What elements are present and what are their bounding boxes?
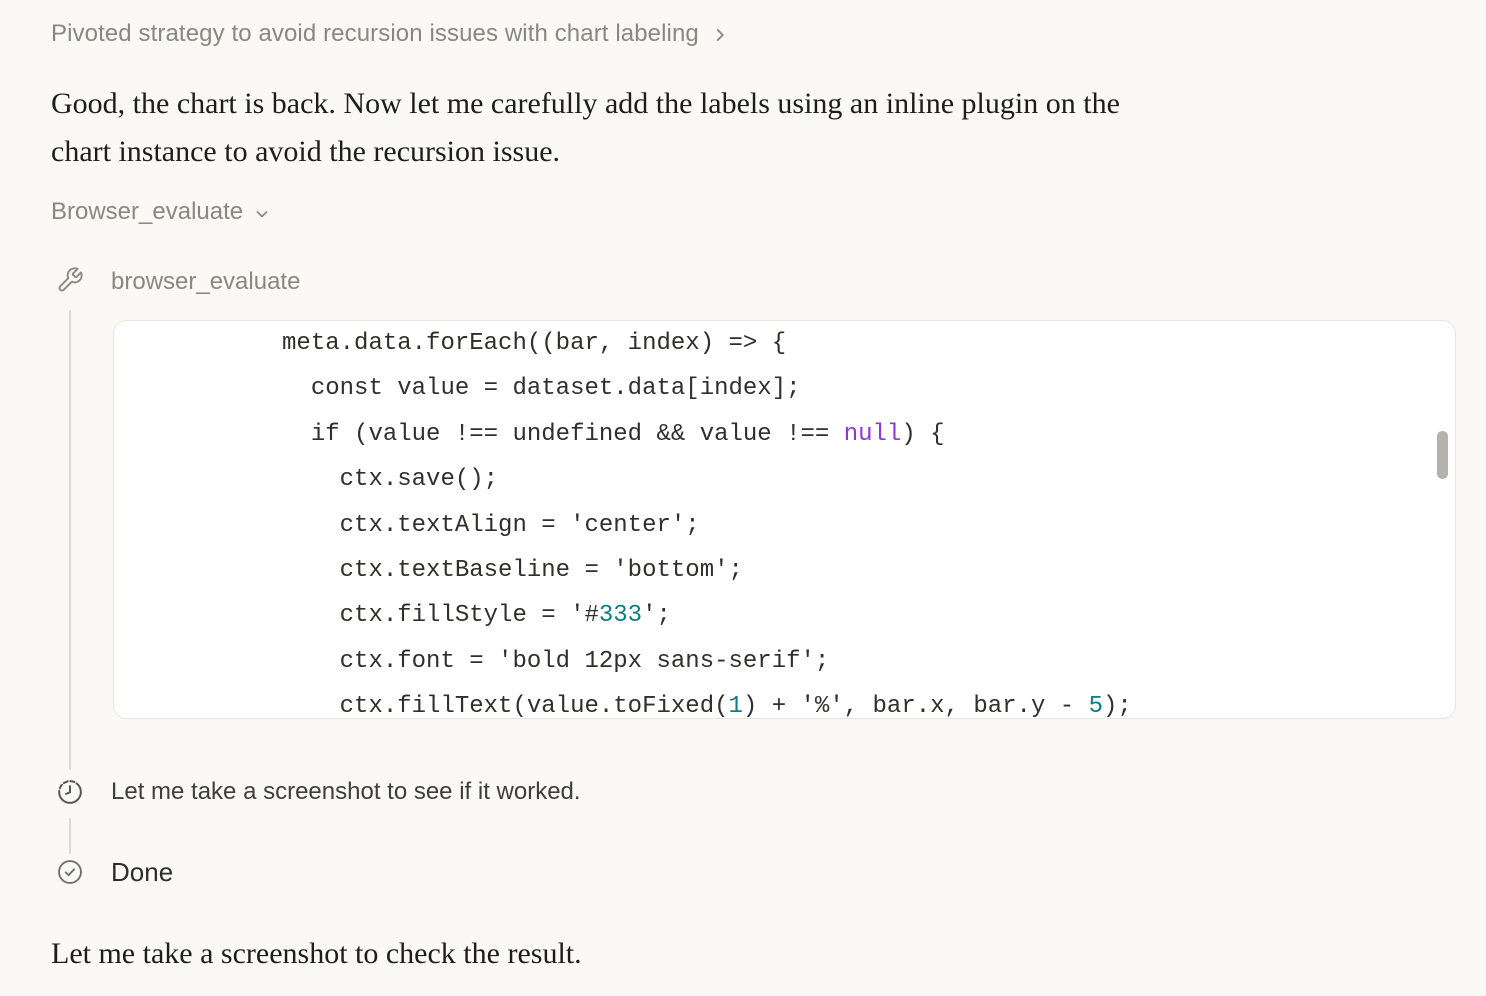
check-circle-icon (56, 856, 84, 888)
chevron-down-icon (256, 211, 268, 218)
paragraph-line: Let me take a screenshot to check the re… (51, 937, 582, 970)
paragraph-line: Good, the chart is back. Now let me care… (51, 87, 1120, 120)
code-line: ctx.textBaseline = 'bottom'; (138, 557, 743, 585)
tool-dropdown[interactable]: Browser_evaluate (51, 198, 272, 226)
wrench-icon (56, 266, 84, 298)
closing-paragraph: Let me take a screenshot to check the re… (51, 930, 582, 978)
tool-step-text: Done (111, 856, 174, 887)
code-block[interactable]: meta.data.forEach((bar, index) => { cons… (113, 320, 1456, 719)
clock-icon (56, 776, 84, 808)
thinking-summary[interactable]: Pivoted strategy to avoid recursion issu… (51, 20, 731, 48)
chevron-right-icon (716, 29, 724, 41)
code-line: ctx.save(); (138, 466, 499, 494)
tool-step-done: Done (56, 856, 173, 888)
tool-call-name: browser_evaluate (111, 268, 301, 295)
code-content: meta.data.forEach((bar, index) => { cons… (114, 321, 1455, 719)
paragraph-line: chart instance to avoid the recursion is… (51, 135, 561, 168)
tool-step: Let me take a screenshot to see if it wo… (56, 776, 581, 808)
code-line: const value = dataset.data[index]; (138, 375, 801, 403)
code-line: ctx.fillStyle = '#333'; (138, 602, 671, 630)
scrollbar-thumb[interactable] (1437, 431, 1448, 479)
tool-step-text: Let me take a screenshot to see if it wo… (111, 778, 581, 805)
timeline-connector (69, 818, 71, 854)
code-line: if (value !== undefined && value !== nul… (138, 420, 945, 448)
timeline-connector (69, 310, 71, 770)
thinking-summary-label: Pivoted strategy to avoid recursion issu… (51, 20, 699, 47)
tool-call-header[interactable]: browser_evaluate (56, 266, 300, 298)
code-line: ctx.fillText(value.toFixed(1) + '%', bar… (138, 693, 1132, 719)
code-line: ctx.textAlign = 'center'; (138, 511, 700, 539)
message-paragraph: Good, the chart is back. Now let me care… (51, 80, 1120, 176)
code-line: ctx.font = 'bold 12px sans-serif'; (138, 647, 830, 675)
code-line: meta.data.forEach((bar, index) => { (138, 330, 787, 357)
tool-dropdown-label: Browser_evaluate (51, 198, 244, 225)
